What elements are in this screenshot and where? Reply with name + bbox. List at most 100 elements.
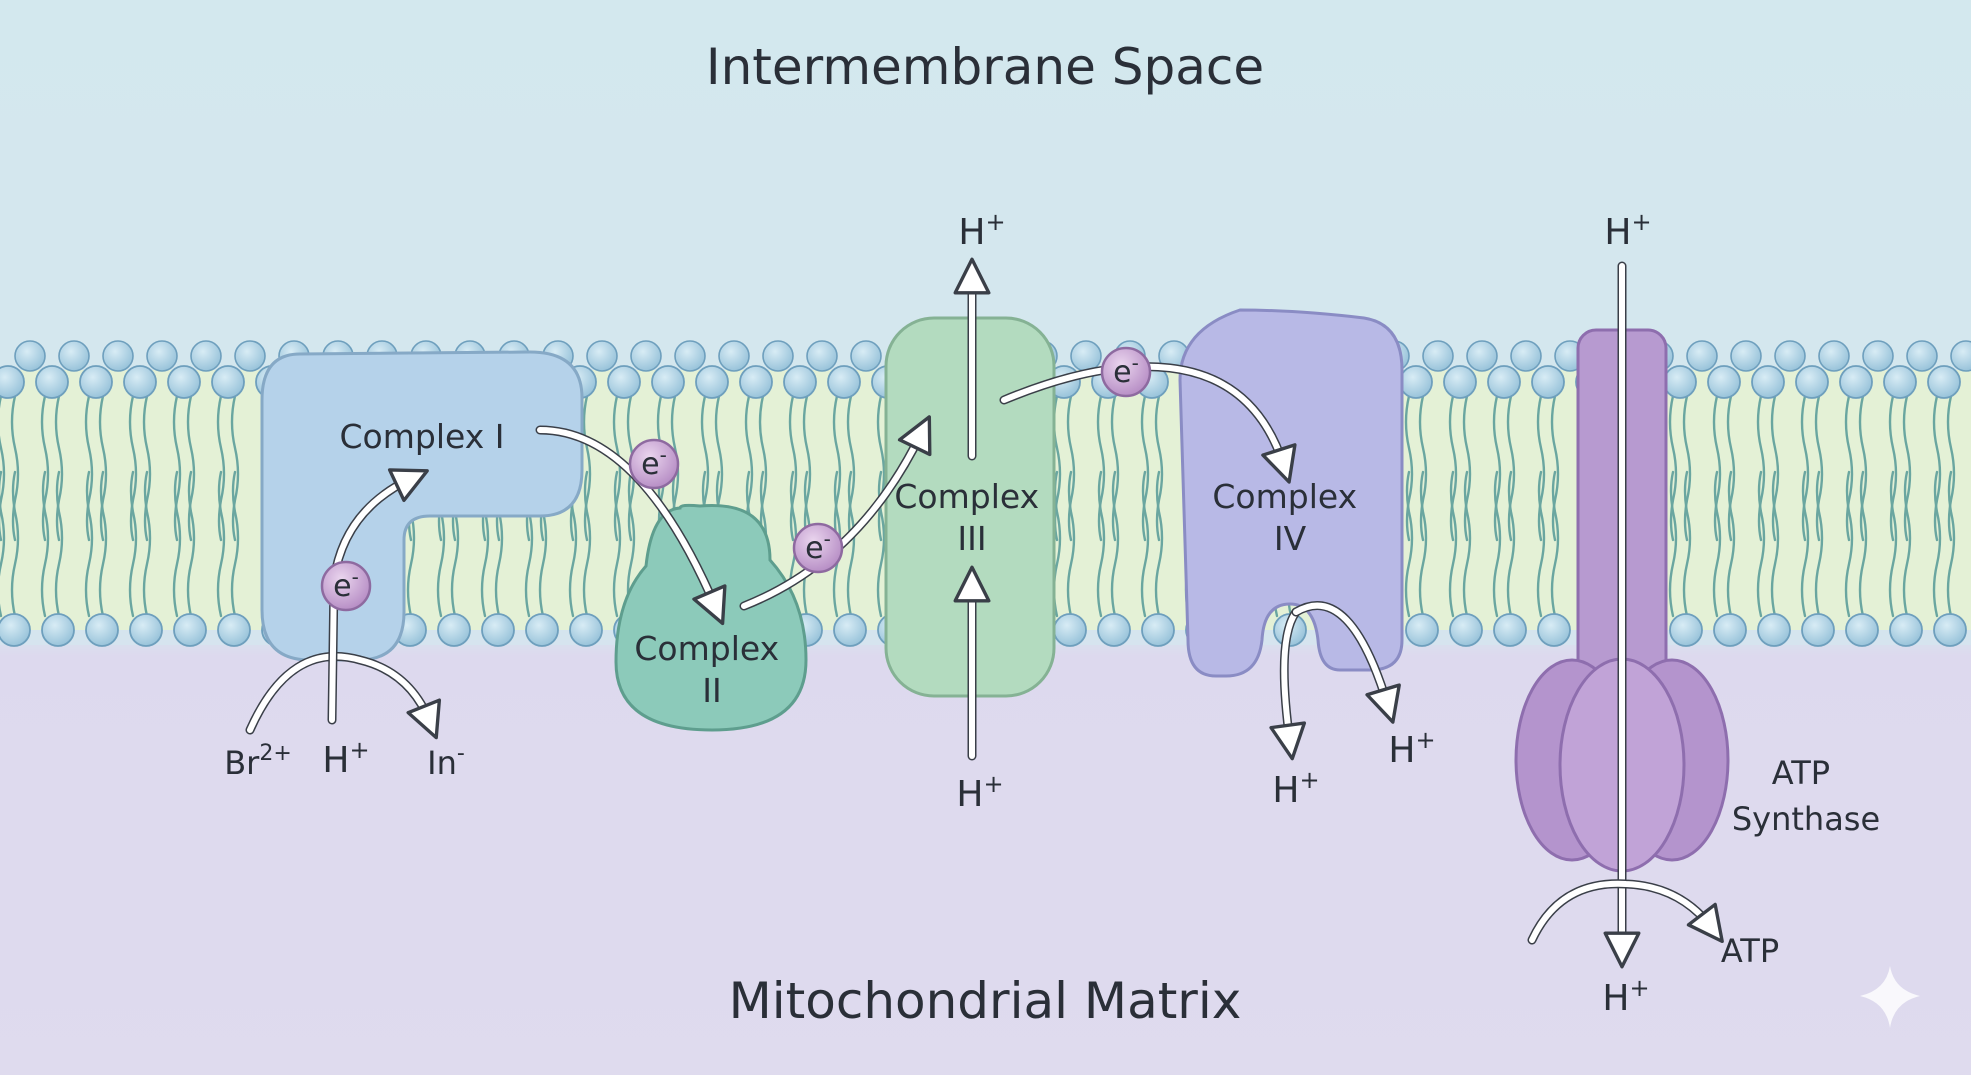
lipid-head: [1730, 340, 1762, 372]
lipid-head: [1933, 613, 1967, 647]
lipid-head: [1818, 340, 1850, 372]
complex-ii-label-line2: II: [702, 671, 721, 710]
lipid-head: [1097, 613, 1131, 647]
atp-synthase: [1514, 328, 1730, 873]
proton-label-c4-right: H+: [1388, 726, 1435, 771]
proton-symbol: H: [956, 774, 983, 815]
lipid-head: [190, 340, 222, 372]
lipid-tail: [1932, 394, 1942, 542]
lipid-tail: [40, 394, 50, 542]
lipid-tail: [1932, 470, 1942, 618]
lipid-head: [14, 340, 46, 372]
complex-iv-label-line1: Complex: [1212, 477, 1357, 516]
lipid-tail: [1418, 394, 1428, 542]
lipid-head: [123, 365, 157, 399]
electron-carriers: e- e- e- e-: [320, 346, 1152, 612]
lipid-head: [234, 340, 266, 372]
proton-symbol: H: [958, 212, 985, 253]
lipid-head: [1889, 613, 1923, 647]
proton-charge: +: [349, 736, 369, 764]
proton-charge: +: [1299, 766, 1319, 794]
lipid-tail: [1800, 394, 1810, 542]
lipid-tail: [1726, 394, 1736, 542]
complex-iv-label-line2: IV: [1274, 519, 1307, 558]
lipid-tail: [1066, 394, 1076, 542]
lipid-tail: [0, 470, 6, 618]
lipid-tail: [1418, 470, 1428, 618]
lipid-tail: [1404, 470, 1414, 618]
lipid-tail: [1756, 394, 1766, 542]
lipid-head: [1537, 613, 1571, 647]
complex-ii-label-line1: Complex: [634, 629, 779, 668]
lipid-head: [607, 365, 641, 399]
lipid-tail: [1946, 394, 1956, 542]
svg-text:e-: e-: [1113, 351, 1139, 390]
lipid-tail: [758, 394, 768, 542]
lipid-tail: [1506, 470, 1516, 618]
complex-iii-label-line2: III: [957, 519, 986, 558]
atp-synthase-label-line2: Synthase: [1732, 800, 1880, 838]
lipid-tail: [612, 470, 622, 618]
lipid-head: [1774, 340, 1806, 372]
electron-label: e: [333, 569, 351, 604]
lipid-head: [718, 340, 750, 372]
lipid-tail: [1814, 394, 1824, 542]
lipid-head: [695, 365, 729, 399]
lipid-tail: [172, 470, 182, 618]
lipid-tail: [1858, 470, 1868, 618]
iodide-symbol: In: [427, 744, 457, 782]
lipid-head: [35, 365, 69, 399]
lipid-tail: [1096, 470, 1106, 618]
lipid-tail: [1682, 470, 1692, 618]
lipid-head: [1663, 365, 1697, 399]
lipid-head: [217, 613, 251, 647]
lipid-tail: [1140, 470, 1150, 618]
lipid-tail: [1858, 394, 1868, 542]
lipid-head: [1070, 340, 1102, 372]
lipid-tail: [230, 470, 240, 618]
proton-label-c3-bottom: H+: [956, 770, 1003, 815]
complex-iv-label: Complex IV: [1212, 477, 1367, 558]
lipid-tail: [1770, 470, 1780, 618]
lipid-tail: [1726, 470, 1736, 618]
lipid-tail: [1154, 394, 1164, 542]
matrix-label: Mitochondrial Matrix: [729, 972, 1242, 1030]
electron-carrier-3: e-: [792, 522, 844, 574]
lipid-head: [674, 340, 706, 372]
lipid-head: [85, 613, 119, 647]
lipid-tail: [54, 470, 64, 618]
lipid-head: [1845, 613, 1879, 647]
lipid-head: [1950, 340, 1971, 372]
lipid-head: [806, 340, 838, 372]
lipid-tail: [1404, 394, 1414, 542]
lipid-tail: [1902, 470, 1912, 618]
lipid-tail: [1506, 394, 1516, 542]
lipid-head: [437, 613, 471, 647]
lipid-head: [1449, 613, 1483, 647]
lipid-tail: [1844, 470, 1854, 618]
lipid-tail: [1814, 470, 1824, 618]
arrow-group-atp-synthase: [1527, 261, 1724, 969]
proton-symbol: H: [1272, 770, 1299, 811]
proton-symbol: H: [1602, 978, 1629, 1019]
lipid-tail: [1154, 470, 1164, 618]
lipid-tail: [142, 394, 152, 542]
proton-symbol: H: [1604, 212, 1631, 253]
lipid-tail: [1140, 394, 1150, 542]
lipid-tail: [1066, 470, 1076, 618]
lipid-tail: [172, 394, 182, 542]
lipid-head: [651, 365, 685, 399]
lipid-tail: [186, 394, 196, 542]
lipid-tail: [40, 470, 50, 618]
proton-charge: +: [985, 208, 1005, 236]
lipid-head: [1399, 365, 1433, 399]
lipid-tail: [84, 394, 94, 542]
electron-carrier-2: e-: [628, 438, 680, 490]
electron-carrier-1: e-: [320, 560, 372, 612]
lipid-tail: [1756, 470, 1766, 618]
intermembrane-space-label: Intermembrane Space: [706, 38, 1264, 96]
lipid-head: [1493, 613, 1527, 647]
lipid-tail: [582, 394, 592, 542]
lipid-tail: [626, 470, 636, 618]
sparkle-icon: [1860, 966, 1920, 1028]
